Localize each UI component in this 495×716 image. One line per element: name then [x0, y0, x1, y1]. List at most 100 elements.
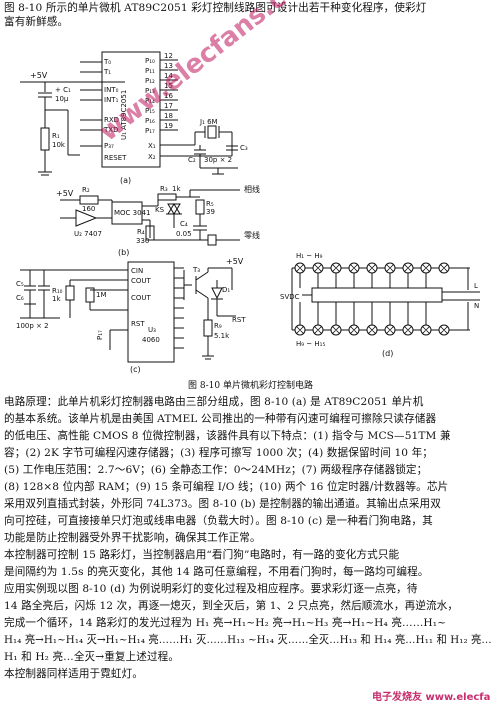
a-pin-txd: TXD — [103, 126, 118, 134]
c-r10-value: 1k — [52, 295, 61, 303]
d-top-label: H₁ ~ H₉ — [296, 252, 323, 260]
b-r5-label: R₅ — [206, 200, 214, 208]
b-r2-label: R₂ — [82, 186, 90, 194]
c-supply-label: +5V — [226, 257, 244, 266]
a-chip-label: U₁ AT89C2051 — [120, 90, 128, 140]
c-c6-label: C₆ — [16, 294, 24, 302]
b-moc-label: MOC 3041 — [114, 209, 150, 217]
b-neutral-label: 零线 — [244, 230, 260, 240]
fig-d — [291, 267, 480, 331]
body-line-6: (8) 128×8 位内部 RAM；(9) 15 条可编程 I/O 线；(10)… — [4, 481, 449, 493]
a-pinnum-17: 17 — [164, 102, 173, 110]
body-line-5: (5) 工作电压范围：2.7～6V；(6) 全静态工作：0～24MHz；(7) … — [4, 464, 428, 476]
a-r1-value: 10k — [52, 141, 66, 149]
a-c1-label: + C₁ — [55, 86, 71, 94]
a-crystal-label: J₁ 6M — [199, 118, 218, 126]
a-pinnum-13: 13 — [164, 62, 173, 70]
b-ks-label: KS — [155, 206, 165, 214]
body-line-1: 电路原理：此单片机彩灯控制器电路由三部分组成，图 8-10 (a) 是 AT89… — [4, 396, 424, 408]
body-line-11: 是间隔约为 1.5s 的亮灭变化，其他 14 路可任意编程，不用看门狗时，每一路… — [4, 566, 429, 578]
d-svdc-label: SVDC — [280, 293, 300, 301]
a-pin-t1: T₁ — [103, 68, 111, 76]
b-r4-label: R₄ — [137, 228, 145, 236]
body-line-14: 完成一个循环，14 路彩灯的发光过程为 H₁ 亮→H₁~H₂ 亮→H₁~H₃ 亮… — [4, 617, 447, 629]
a-pin-x2: X₂ — [148, 153, 156, 161]
d-n-label: N — [474, 302, 479, 310]
b-c4-label: C₄ — [180, 220, 188, 228]
body-line-12: 应用实例现以图 8-10 (d) 为例说明彩灯的变化过程及相应程序。要求彩灯逐一… — [4, 583, 418, 595]
c-pin-rst: RST — [131, 320, 145, 328]
a-c2-label: C₂ — [188, 156, 196, 164]
c-rm-value: 1M — [96, 291, 107, 299]
b-r3-value: 1k — [172, 185, 181, 193]
fig-a — [20, 51, 238, 176]
a-pin-p15: P₁₅ — [145, 107, 155, 115]
c-r9-value: 5.1k — [214, 332, 230, 340]
a-pin-int0: INT₀ — [104, 86, 119, 94]
a-pinnum-16: 16 — [164, 92, 173, 100]
b-c4-value: 0.05 — [176, 230, 192, 238]
a-pin-p10: P₁₀ — [145, 57, 155, 65]
body-line-16: H₁ 和 H₂ 亮…全灭→重复上述过程。 — [4, 651, 180, 663]
fig-b — [60, 189, 240, 246]
c-pin-cout1: COUT — [131, 277, 152, 285]
c-cap-value: 100p × 2 — [16, 322, 49, 330]
a-pinnum-14: 14 — [164, 72, 173, 80]
b-fig-label: (b) — [118, 248, 129, 257]
figure-caption: 图 8-10 单片微机彩灯控制电路 — [188, 379, 313, 391]
a-fig-label: (a) — [120, 176, 131, 185]
a-pinnum-19: 19 — [164, 122, 173, 130]
c-c5-label: C₅ — [16, 280, 24, 288]
b-r2-value: 160 — [82, 205, 95, 213]
body-line-8: 向可控硅，可直接接单只灯泡或线串电器（负载大时）。图 8-10 (c) 是一种看… — [4, 515, 433, 527]
b-r5-value: 39 — [206, 208, 215, 216]
c-pin-cin: CIN — [131, 267, 143, 275]
b-r4-value: 330 — [136, 237, 149, 245]
a-cap-value: 30p × 2 — [204, 156, 232, 164]
body-line-3: 的低电压、高性能 CMOS 8 位微控制器，该器件具有以下特点：(1) 指令与 … — [4, 430, 451, 442]
intro-line-1: 图 8-10 所示的单片微机 AT89C2051 彩灯控制线路图可设计出若干种变… — [4, 2, 427, 14]
a-pinnum-12: 12 — [164, 52, 173, 60]
b-phase-label: 相线 — [244, 184, 260, 194]
body-line-7: 采用双列直插式封装，外形同 74L373。图 8-10 (b) 是控制器的输出通… — [4, 498, 441, 510]
c-rst-label: RST — [232, 316, 246, 324]
c-fig-label: (c) — [130, 365, 141, 374]
c-t3-label: T₃ — [192, 266, 200, 274]
a-pin-p13: P₁₃ — [145, 87, 155, 95]
c-d1-label: D₁ — [222, 286, 230, 294]
c-u3-value: 4060 — [142, 336, 160, 344]
a-pin-p17: P₁₇ — [145, 127, 155, 135]
a-pinnum-18: 18 — [164, 112, 173, 120]
body-line-17: 本控制器同样适用于霓虹灯。 — [4, 668, 144, 680]
a-pin-int1: INT₁ — [104, 96, 119, 104]
a-pin-p37: P₃₇ — [104, 142, 114, 150]
c-u3-label: U₃ — [148, 326, 156, 334]
b-r3-label: R₃ — [160, 185, 168, 193]
body-line-13: 14 路全亮后，闪烁 12 次，再逐一熄灭，到全灭后，第 1、2 只点亮，然后顺… — [4, 600, 459, 612]
a-pin-rxd: RXD — [104, 116, 119, 124]
a-pin-x1: X₁ — [148, 142, 156, 150]
body-line-9: 功能是防止控制器受外界干扰影响，确保其工作正常。 — [4, 532, 261, 544]
a-r1-label: R₁ — [52, 132, 60, 140]
site-logo-text: 电子发烧友 www.elecfans.com — [372, 692, 490, 703]
c-p17-label: P₁₇ — [96, 330, 104, 340]
a-pin-p11: P₁₁ — [145, 67, 155, 75]
c-r9-label: R₉ — [214, 322, 222, 330]
body-line-2: 的基本系统。该单片机是由美国 ATMEL 公司推出的一种带有闪速可编程可擦除只读… — [4, 413, 437, 425]
a-c1-value: 10μ — [55, 95, 69, 103]
d-fig-label: (d) — [382, 349, 393, 358]
c-r10-label: R₁₀ — [52, 287, 63, 295]
fig-c — [20, 261, 236, 363]
a-supply-label: +5V — [30, 71, 48, 80]
a-c3-label: C₃ — [240, 144, 248, 152]
site-logo: 电子发烧友 www.elecfans.com — [372, 686, 490, 710]
intro-line-2: 富有新鲜感。 — [4, 16, 69, 28]
b-u2-label: U₂ 7407 — [74, 230, 102, 238]
d-bottom-label: H₉ ~ H₁₅ — [296, 340, 325, 348]
body-line-15: H₁₄ 亮→H₁~H₁₄ 灭→H₁~H₁₄ 亮……H₁ 灭……H₁₃ ~H₁₄ … — [4, 634, 492, 646]
c-pin-cout2: COUT — [131, 294, 152, 302]
a-pinnum-15: 15 — [164, 82, 173, 90]
d-l-label: L — [474, 282, 478, 290]
a-pin-p16: P₁₆ — [145, 117, 155, 125]
